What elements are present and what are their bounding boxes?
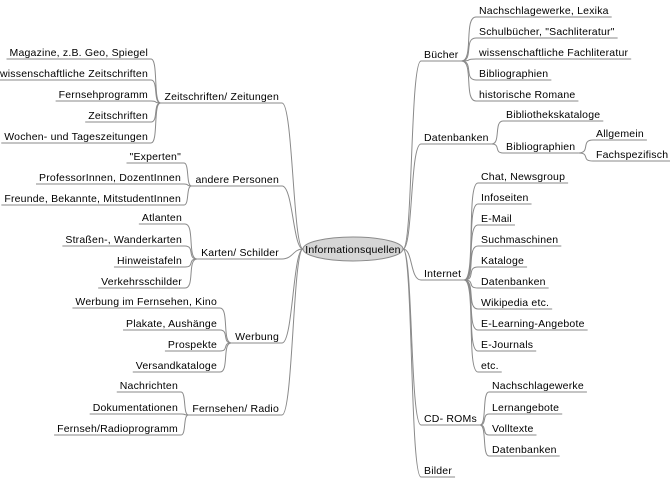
leaf-node[interactable]: Dokumentationen [93,402,178,414]
branch-node[interactable]: Bücher [424,49,459,61]
branch-node[interactable]: Werbung [235,331,279,343]
branch-node[interactable]: Zeitschriften/ Zeitungen [164,91,279,103]
leaf-connector [578,152,670,162]
leaf-connector [98,258,198,289]
leaf-connector [0,79,161,104]
leaf-node[interactable]: Infoseiten [481,192,529,204]
leaf-connector [464,245,562,281]
leaf-node[interactable]: Bibliographien [479,68,548,80]
branch-connector [402,248,465,281]
leaf-node[interactable]: Fernsehprogramm [59,89,148,101]
leaf-connector [123,329,232,344]
branch-node[interactable]: Bilder [424,465,452,477]
leaf-node[interactable]: Straßen-, Wanderkarten [65,234,182,246]
leaf-node[interactable]: Zeitschriften [88,110,148,122]
leaf-connector [463,203,532,281]
leaf-connector [62,245,198,260]
branch-node[interactable]: Internet [424,268,461,280]
leaf-node[interactable]: Datenbanken [492,444,557,456]
leaf-connector [126,162,192,187]
leaf-connector [461,58,632,62]
leaf-connector [463,279,502,373]
leaf-node[interactable]: Verkehrsschilder [101,276,182,288]
branch-connector [188,248,304,416]
leaf-node[interactable]: Plakate, Aushänge [126,318,217,330]
leaf-node[interactable]: Prospekte [168,339,217,351]
leaf-node[interactable]: E-Learning-Angebote [481,318,585,330]
leaf-node[interactable]: Magazine, z.B. Geo, Spiegel [10,47,148,59]
leaf-node[interactable]: historische Romane [479,89,575,101]
leaf-connector [491,143,579,154]
leaf-connector [116,391,189,416]
leaf-connector [1,102,161,144]
branch-connector [160,102,304,250]
leaf-node[interactable]: Werbung im Fernsehen, Kino [75,296,217,308]
leaf-connector [36,183,192,187]
leaf-node[interactable]: wissenschaftliche Fachliteratur [478,47,628,59]
leaf-connector [479,413,563,426]
leaf-node[interactable]: Datenbanken [481,276,546,288]
leaf-node[interactable]: E-Journals [481,339,533,351]
leaf-node[interactable]: Versandkataloge [136,360,217,372]
leaf-node[interactable]: Bibliothekskataloge [506,109,600,121]
branch-connector [231,248,304,344]
branch-node[interactable]: Fernsehen/ Radio [192,403,279,415]
branch-node[interactable]: CD- ROMs [424,413,477,425]
branch-node[interactable]: Karten/ Schilder [201,247,279,259]
subleaf-node[interactable]: Allgemein [596,128,644,140]
leaf-node[interactable]: Chat, Newsgroup [481,171,565,183]
leaf-connector [461,37,618,62]
leaf-connector [1,185,192,206]
leaf-connector [132,342,232,373]
leaf-node[interactable]: ProfessorInnen, DozentInnen [39,172,181,184]
leaf-connector [72,307,232,344]
leaf-node[interactable]: wissenschaftliche Zeitschriften [0,68,148,80]
leaf-connector [491,120,604,145]
leaf-node[interactable]: Freunde, Bekannte, MitstudentInnen [4,193,181,205]
leaf-node[interactable]: Wikipedia etc. [481,297,549,309]
connector-lines [0,16,670,478]
leaf-node[interactable]: etc. [481,360,499,372]
leaf-connector [461,16,612,62]
leaf-node[interactable]: Bibliographien [506,141,575,153]
leaf-connector [461,60,579,102]
branch-connector [402,143,492,250]
leaf-connector [479,424,560,457]
center-node-label: Informationsquellen [305,244,400,256]
branch-connector [197,248,304,260]
leaf-connector [54,414,189,436]
leaf-node[interactable]: "Experten" [130,151,182,163]
leaf-node[interactable]: Volltexte [492,423,534,435]
leaf-node[interactable]: Nachschlagewerke [492,380,584,392]
leaf-node[interactable]: E-Mail [481,213,512,225]
leaf-node[interactable]: Kataloge [481,255,524,267]
branch-node[interactable]: andere Personen [195,174,279,186]
branch-connector [191,185,304,250]
leaf-node[interactable]: Nachrichten [120,380,178,392]
leaf-node[interactable]: Schulbücher, "Sachliteratur" [479,26,615,38]
leaf-connector [55,100,161,104]
leaf-node[interactable]: Atlanten [142,212,182,224]
center-node-ellipse[interactable] [302,236,404,262]
leaf-node[interactable]: Fernseh/Radioprogramm [57,423,178,435]
leaf-node[interactable]: Nachschlagewerke, Lexika [479,5,609,17]
leaf-connector [479,391,587,426]
leaf-connector [138,223,198,260]
branch-connector [402,248,456,478]
leaf-connector [89,413,189,416]
subleaf-node[interactable]: Fachspezifisch [596,149,668,161]
branch-node[interactable]: Datenbanken [424,132,489,144]
branch-connector [402,60,462,250]
leaf-node[interactable]: Lernangebote [492,402,559,414]
leaf-node[interactable]: Hinweistafeln [117,255,182,267]
leaf-connector [578,139,647,154]
leaf-node[interactable]: Suchmaschinen [481,234,558,246]
leaf-connector [464,266,528,281]
leaf-node[interactable]: Wochen- und Tageszeitungen [4,131,148,143]
